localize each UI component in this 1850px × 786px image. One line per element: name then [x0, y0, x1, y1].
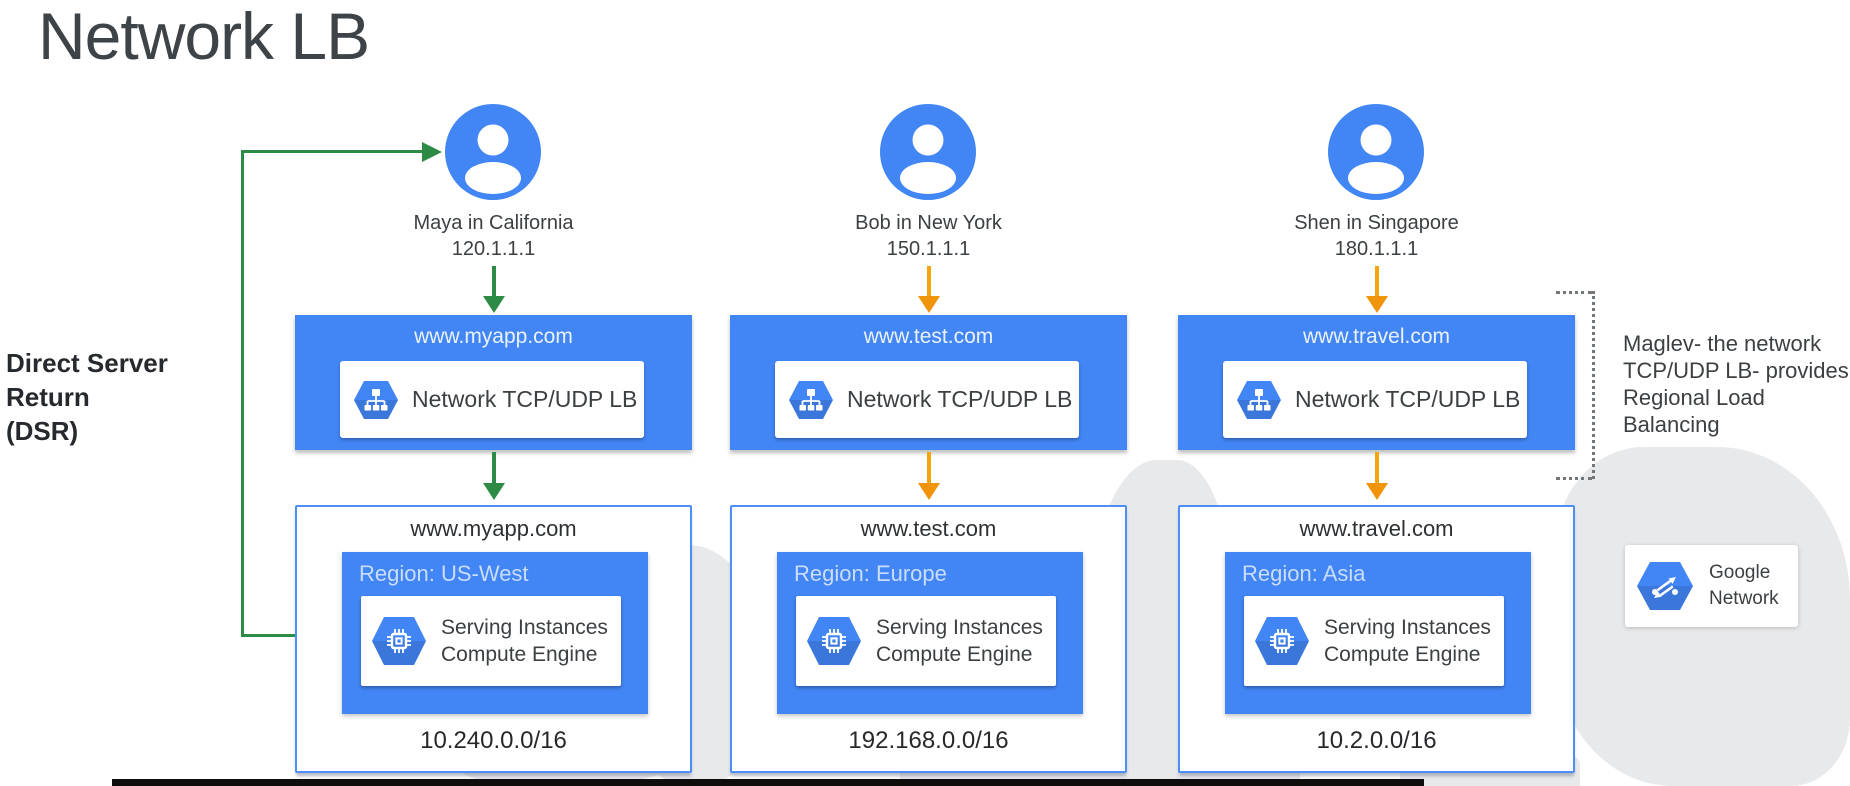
frontend-lb-card: www.travel.com Network TCP/UDP LB	[1178, 315, 1575, 450]
user-name: Bob in New York	[855, 212, 1002, 234]
person-avatar-icon	[880, 104, 976, 200]
network-lb-hexagon-icon	[354, 380, 398, 419]
backend-card: www.test.com Region: Europe Serving Inst…	[730, 505, 1127, 773]
lb-label: Network TCP/UDP LB	[1295, 386, 1521, 412]
lb-label: Network TCP/UDP LB	[847, 386, 1073, 412]
instance-label-line: Compute Engine	[1324, 643, 1481, 666]
user-ip: 150.1.1.1	[886, 238, 971, 260]
person-avatar-icon	[1328, 104, 1424, 200]
google-network-hexagon-icon	[1637, 562, 1693, 610]
instance-label-line: Serving Instances	[876, 616, 1043, 639]
google-network-label-line: Network	[1709, 588, 1779, 609]
backend-card: www.travel.com Region: Asia Serving Inst…	[1178, 505, 1575, 773]
instance-labels: Serving Instances Compute Engine	[876, 614, 1043, 668]
lb-column-test: Bob in New York 150.1.1.1 www.test.com N…	[730, 0, 1127, 786]
cidr-label: 10.2.0.0/16	[1316, 727, 1437, 754]
compute-engine-hexagon-icon	[1255, 617, 1309, 665]
instance-label-line: Serving Instances	[1324, 616, 1491, 639]
user-ip: 120.1.1.1	[451, 238, 536, 260]
user-name: Maya in California	[413, 212, 574, 234]
maglev-annotation-line: TCP/UDP LB- provides	[1623, 358, 1849, 383]
region-label: Region: Asia	[1242, 561, 1366, 586]
request-arrow-icon	[917, 452, 940, 500]
cidr-label: 10.240.0.0/16	[420, 727, 567, 754]
frontend-lb-card: www.myapp.com Network TCP/UDP LB	[295, 315, 692, 450]
request-arrow-icon	[1365, 266, 1388, 313]
cidr-label: 192.168.0.0/16	[848, 727, 1009, 754]
request-arrow-icon	[1365, 452, 1388, 500]
annotation-bracket	[1592, 291, 1595, 479]
network-lb-hexagon-icon	[789, 380, 833, 419]
dsr-return-path-vertical	[241, 150, 244, 637]
backend-domain-label: www.test.com	[860, 516, 997, 541]
network-lb-chip: Network TCP/UDP LB	[775, 361, 1079, 438]
region-label: Region: Europe	[794, 561, 947, 586]
frontend-domain-label: www.test.com	[863, 325, 994, 348]
bottom-letterbox-bar	[112, 779, 1424, 786]
dsr-return-path-bottom	[241, 634, 295, 637]
region-label: Region: US-West	[359, 561, 529, 586]
region-panel: Region: US-West Serving Instances Comput…	[342, 552, 648, 714]
network-lb-chip: Network TCP/UDP LB	[1223, 361, 1527, 438]
instance-label-line: Compute Engine	[441, 643, 598, 666]
lb-column-travel: Shen in Singapore 180.1.1.1 www.travel.c…	[1178, 0, 1575, 786]
page-title: Network LB	[38, 0, 370, 73]
dsr-note-line: (DSR)	[6, 416, 79, 446]
instance-labels: Serving Instances Compute Engine	[1324, 614, 1491, 668]
frontend-domain-label: www.myapp.com	[414, 325, 573, 348]
backend-domain-label: www.myapp.com	[410, 516, 577, 541]
compute-engine-hexagon-icon	[372, 617, 426, 665]
maglev-annotation-line: Maglev- the network	[1623, 331, 1822, 356]
network-lb-chip: Network TCP/UDP LB	[340, 361, 644, 438]
backend-card: www.myapp.com Region: US-West Serving In…	[295, 505, 692, 773]
request-arrow-icon	[482, 266, 505, 313]
backend-domain-label: www.travel.com	[1299, 516, 1454, 541]
lb-label: Network TCP/UDP LB	[412, 386, 638, 412]
instance-labels: Serving Instances Compute Engine	[441, 614, 608, 668]
user-ip: 180.1.1.1	[1334, 238, 1419, 260]
maglev-annotation: Maglev- the network TCP/UDP LB- provides…	[1623, 330, 1850, 438]
dsr-note-line: Direct Server	[6, 348, 168, 378]
compute-engine-hexagon-icon	[807, 617, 861, 665]
maglev-annotation-line: Regional Load	[1623, 385, 1765, 410]
google-network-label-line: Google	[1709, 562, 1771, 583]
maglev-annotation-line: Balancing	[1623, 412, 1720, 437]
google-network-label: Google Network	[1709, 560, 1779, 612]
dsr-return-path-top	[241, 150, 423, 153]
region-panel: Region: Asia Serving Instances Compute E…	[1225, 552, 1531, 714]
instance-label-line: Serving Instances	[441, 616, 608, 639]
annotation-bracket	[1556, 477, 1592, 480]
frontend-domain-label: www.travel.com	[1302, 325, 1451, 348]
request-arrow-icon	[482, 452, 505, 500]
request-arrow-icon	[917, 266, 940, 313]
region-panel: Region: Europe Serving Instances Compute…	[777, 552, 1083, 714]
network-lb-hexagon-icon	[1237, 380, 1281, 419]
user-name: Shen in Singapore	[1294, 212, 1459, 234]
instances-card: Serving Instances Compute Engine	[796, 596, 1056, 686]
person-avatar-icon	[445, 104, 541, 200]
frontend-lb-card: www.test.com Network TCP/UDP LB	[730, 315, 1127, 450]
dsr-return-arrow-icon	[422, 142, 442, 162]
lb-column-myapp: Maya in California 120.1.1.1 www.myapp.c…	[295, 0, 692, 786]
dsr-note: Direct Server Return (DSR)	[6, 346, 168, 448]
google-network-badge: Google Network	[1625, 545, 1798, 627]
instance-label-line: Compute Engine	[876, 643, 1033, 666]
instances-card: Serving Instances Compute Engine	[361, 596, 621, 686]
annotation-bracket	[1556, 291, 1592, 294]
dsr-note-line: Return	[6, 382, 90, 412]
instances-card: Serving Instances Compute Engine	[1244, 596, 1504, 686]
